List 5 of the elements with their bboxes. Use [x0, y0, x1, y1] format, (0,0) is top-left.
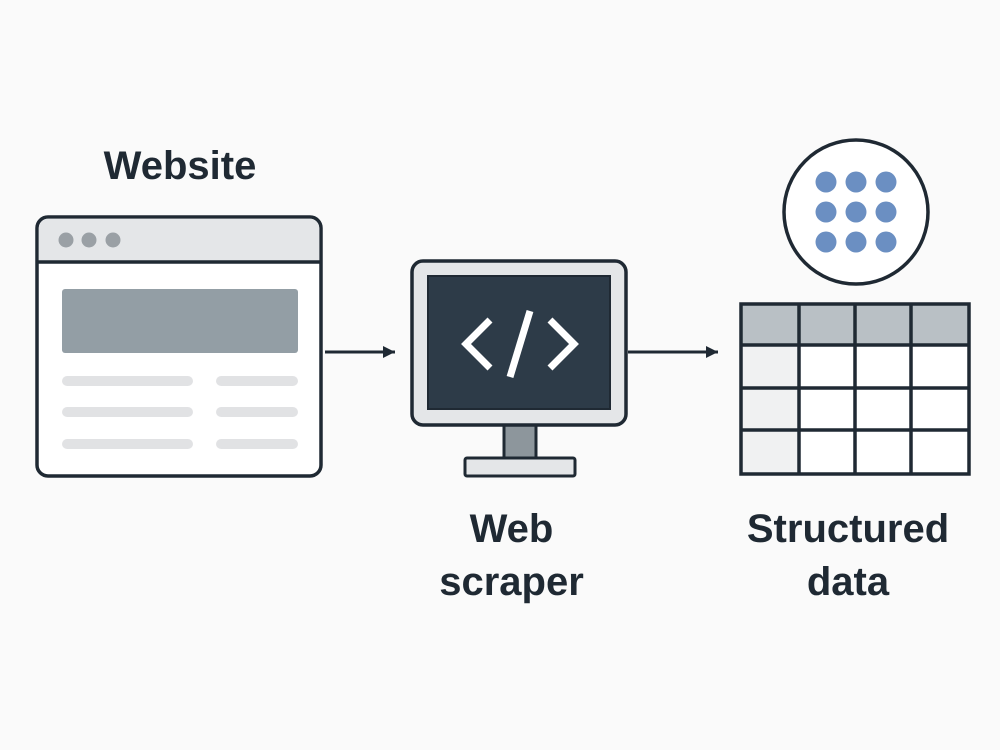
arrow — [628, 346, 718, 358]
node-label: Web scraper — [438, 506, 585, 606]
node-label: Structured data — [746, 506, 950, 606]
node-label: Website — [102, 143, 258, 190]
arrow — [325, 346, 395, 358]
